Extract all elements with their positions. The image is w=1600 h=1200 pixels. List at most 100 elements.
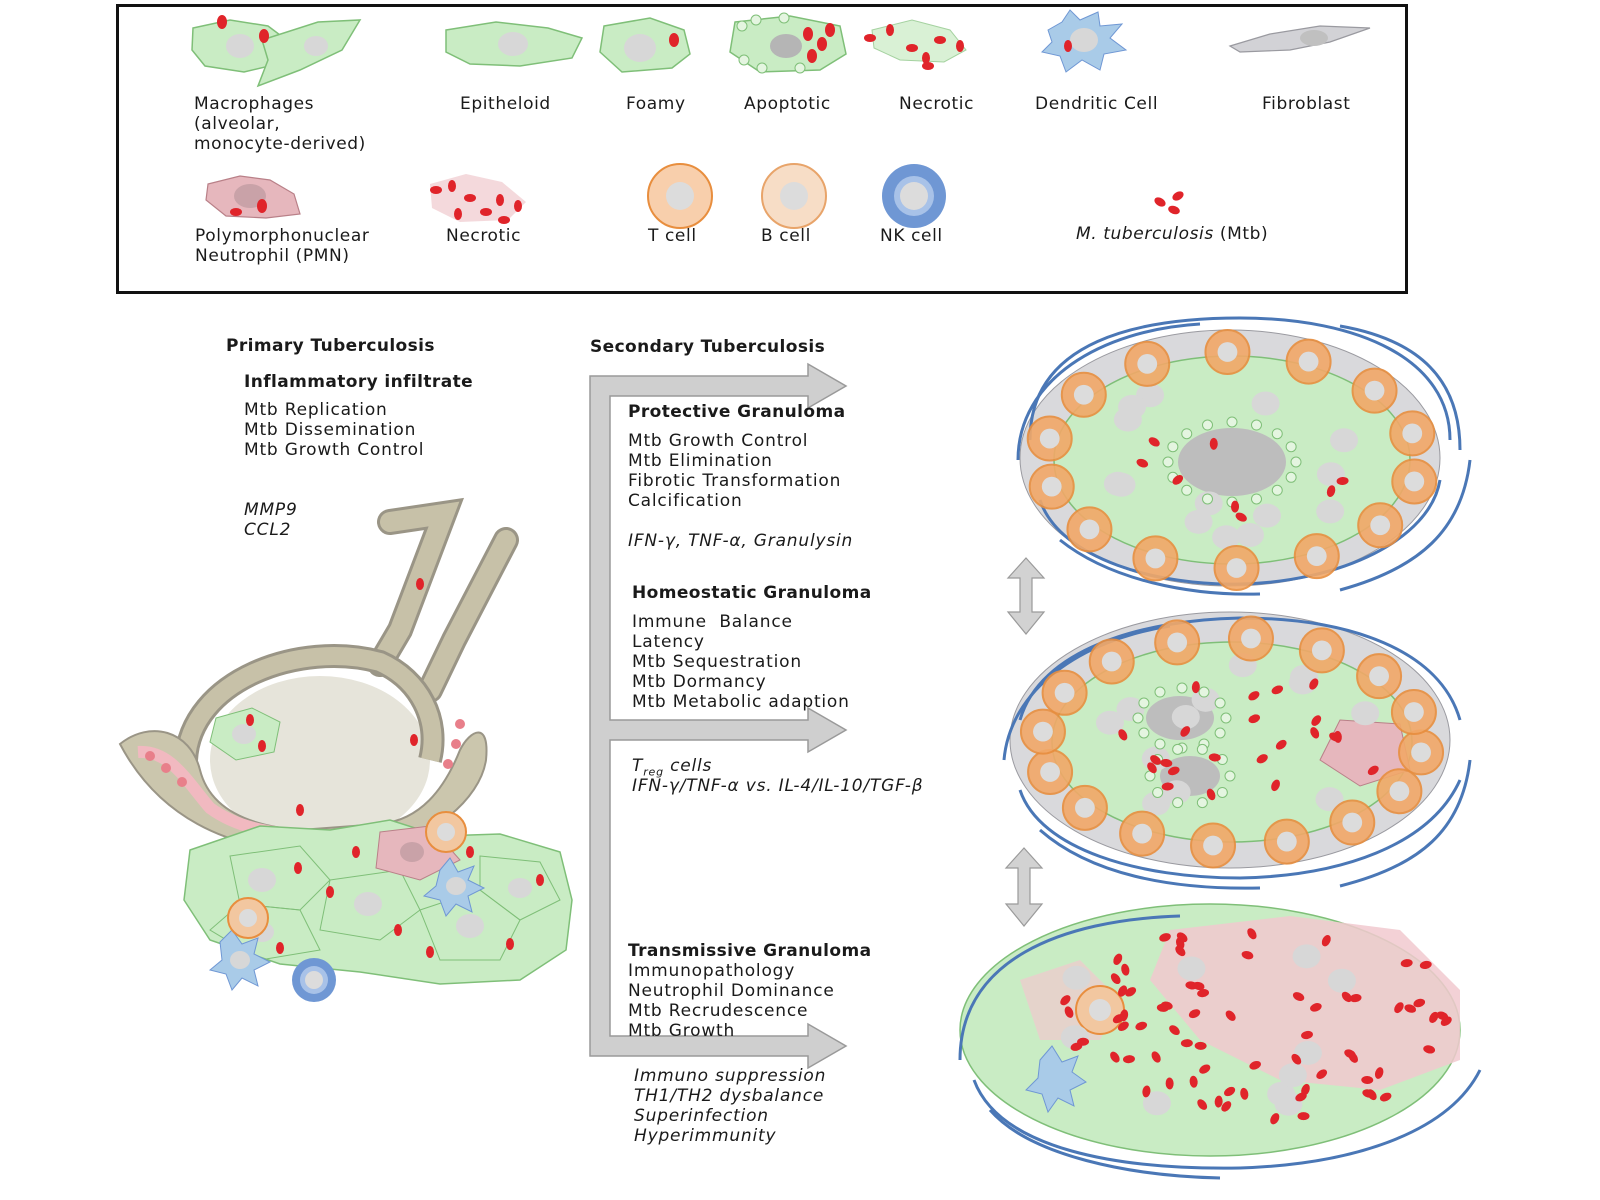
cell-nucleus (1276, 831, 1297, 852)
macrophage-nucleus (1142, 1091, 1171, 1116)
label-macrophages: Macrophages (alveolar, monocyte-derived) (194, 94, 366, 154)
mtb-bacterium (1136, 458, 1149, 468)
cell-nucleus (1132, 823, 1153, 844)
mtb-bacterium (1209, 437, 1218, 450)
b-cell-icon (761, 163, 827, 229)
cell-nucleus (1054, 682, 1075, 703)
label-mtb-abbrev: (Mtb) (1213, 224, 1269, 244)
mtb-bacterium (1349, 994, 1362, 1003)
inflammatory-infiltrate-heading: Inflammatory infiltrate (244, 372, 474, 392)
mtb-bacterium (1224, 1086, 1236, 1097)
mtb-bacterium (1112, 1014, 1125, 1024)
macrophage-nucleus (1251, 391, 1280, 416)
transmissive-factor-3: Superinfection (634, 1106, 769, 1126)
homeostatic-item-3: Mtb Sequestration (632, 652, 802, 672)
apoptotic-vesicle (1290, 456, 1302, 468)
mtb-bacterium (1214, 1095, 1223, 1108)
mtb-bacterium (1060, 995, 1071, 1006)
apoptotic-vesicle (1196, 797, 1208, 809)
cell-nucleus (1369, 666, 1389, 687)
transmissive-granuloma (958, 903, 1482, 1180)
macrophage-nucleus (1235, 522, 1264, 547)
macrophage-nucleus (1330, 428, 1359, 453)
apoptotic-vesicle (1138, 727, 1150, 739)
mtb-bacterium (1270, 1113, 1280, 1125)
apoptotic-vesicle (1220, 712, 1232, 724)
macrophage-nucleus (1095, 710, 1124, 735)
mtb-bacterium (1310, 1003, 1322, 1012)
mtb-bacterium (1271, 685, 1284, 695)
transmissive-item-2: Neutrophil Dominance (628, 981, 835, 1001)
macrophage-nucleus (1252, 503, 1281, 528)
mtb-bacterium (1070, 1042, 1083, 1051)
apoptotic-vesicle (1167, 441, 1179, 453)
apoptotic-vesicle (1202, 493, 1214, 505)
mtb-bacterium (1231, 500, 1240, 513)
cell-nucleus (1404, 702, 1424, 722)
mtb-bacterium (1161, 782, 1174, 791)
mtb-icon (1154, 191, 1184, 215)
mtb-bacterium (1341, 991, 1352, 1003)
nk-cell-icon (882, 164, 946, 228)
protective-item-2: Mtb Elimination (628, 451, 773, 471)
cell-nucleus (1306, 546, 1327, 567)
cell-nucleus (1167, 632, 1188, 653)
mtb-bacterium (1118, 985, 1128, 997)
cell-nucleus (1411, 742, 1431, 763)
mtb-bacterium (1113, 953, 1123, 965)
apoptotic-vesicle (1138, 697, 1150, 709)
mtb-bacterium (1361, 1075, 1374, 1084)
mtb-bacterium (1404, 1004, 1417, 1013)
label-fibroblast: Fibroblast (1262, 94, 1351, 114)
branch-arrow (589, 362, 848, 1070)
label-necrotic-pmn: Necrotic (446, 226, 522, 246)
apoptotic-vesicle (1172, 743, 1184, 755)
label-t-cell: T cell (648, 226, 697, 246)
infiltrate-cluster (183, 804, 573, 1002)
mtb-bacterium (1275, 739, 1287, 750)
mtb-bacterium (1235, 512, 1247, 522)
apoptotic-vesicle (1196, 743, 1208, 755)
homeostatic-factor-treg: Treg cells (632, 756, 712, 782)
mtb-bacterium (1176, 932, 1188, 943)
apoptotic-vesicle (1285, 441, 1297, 453)
apoptotic-vesicle (1271, 484, 1283, 496)
mtb-bacterium (1256, 754, 1268, 764)
apoptotic-vesicle (1214, 727, 1226, 739)
mtb-bacterium (1310, 727, 1320, 739)
mtb-bacterium (1394, 1002, 1404, 1014)
protective-heading: Protective Granuloma (628, 402, 846, 422)
label-b-cell: B cell (761, 226, 811, 246)
cell-nucleus (1145, 548, 1166, 569)
primary-item-2: Mtb Dissemination (244, 420, 417, 440)
cell-nucleus (1079, 519, 1100, 540)
mtb-bacterium (1159, 933, 1171, 942)
cell-nucleus (1389, 781, 1410, 802)
mtb-bacterium (1241, 951, 1254, 960)
cell-nucleus (1298, 351, 1319, 372)
label-nk-cell: NK cell (880, 226, 943, 246)
mtb-bacterium (1206, 788, 1216, 801)
protective-item-4: Calcification (628, 491, 743, 511)
mtb-bacterium (1064, 1006, 1074, 1018)
transmissive-factor-4: Hyperimmunity (634, 1126, 777, 1146)
dendritic-cell-icon (1041, 9, 1128, 73)
macrophage-nucleus (1293, 1040, 1322, 1065)
label-pmn: Polymorphonuclear Neutrophil (PMN) (195, 226, 370, 266)
mtb-bacterium (1316, 1069, 1328, 1080)
apoptotic-vesicle (1285, 471, 1297, 483)
cell-nucleus (1342, 812, 1363, 833)
macrophage-nucleus (1278, 1063, 1307, 1088)
macrophage-nucleus (1107, 472, 1136, 497)
label-mtb: M. tuberculosis (Mtb) (1076, 224, 1268, 244)
mtb-bacterium (1413, 998, 1426, 1008)
mtb-bacterium (1122, 1055, 1135, 1064)
primary-item-3: Mtb Growth Control (244, 440, 425, 460)
macrophage-nucleus (1184, 509, 1213, 534)
mtb-bacterium (1189, 1075, 1198, 1088)
macrophage-nucleus (1327, 968, 1356, 993)
macrophage-nucleus (1171, 704, 1200, 729)
mtb-bacterium (1188, 1009, 1201, 1019)
cell-nucleus (1040, 762, 1060, 782)
